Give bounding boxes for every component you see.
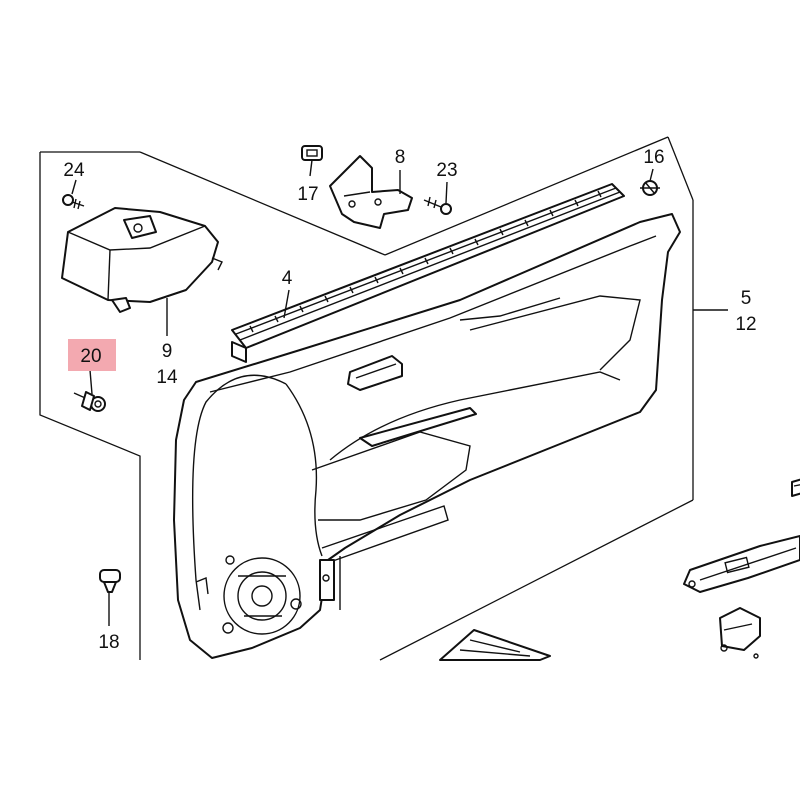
screw-part-24 — [62, 194, 85, 210]
screw-part-20 — [73, 391, 106, 412]
switch-panel-part — [683, 535, 800, 593]
clip-part-right — [791, 478, 800, 497]
callout-20-highlight — [68, 339, 116, 371]
clip-part-17 — [301, 145, 323, 161]
callout-9: 9 — [162, 341, 173, 362]
callout-18: 18 — [98, 632, 119, 653]
mat-part — [439, 629, 551, 661]
bracket-part-8 — [329, 155, 413, 229]
callout-17: 17 — [297, 184, 318, 205]
weatherstrip-part-4 — [231, 183, 625, 363]
callout-16: 16 — [643, 147, 664, 168]
callout-8: 8 — [395, 147, 406, 168]
callout-23: 23 — [436, 160, 457, 181]
clip-part-16 — [640, 180, 660, 196]
speaker-cover-part-9-14 — [61, 207, 223, 313]
clip-part-18 — [99, 569, 121, 593]
callout-20: 20 — [80, 346, 101, 367]
leader-lines — [71, 159, 654, 626]
screw-part-23 — [423, 196, 452, 215]
callout-4: 4 — [282, 268, 293, 289]
assembly-boundary — [39, 136, 728, 661]
callout-12: 12 — [735, 314, 756, 335]
callout-14: 14 — [156, 367, 178, 388]
callout-24: 24 — [63, 160, 85, 181]
switch-part — [719, 607, 761, 659]
callout-5: 5 — [741, 288, 752, 309]
door-panel-part-5-12 — [173, 213, 681, 659]
